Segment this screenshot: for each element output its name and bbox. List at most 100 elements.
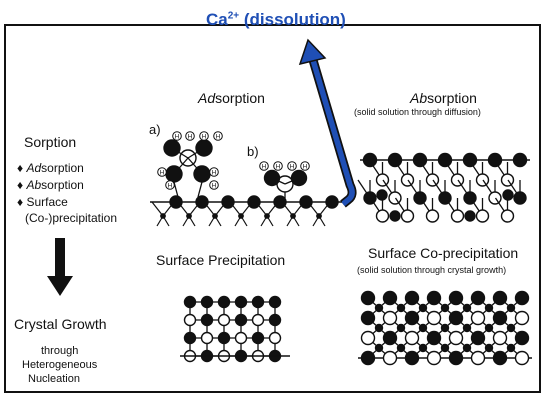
growth-line-1: through <box>41 345 79 357</box>
bullet-em: Ad <box>26 161 42 175</box>
substrate-atom <box>186 213 192 219</box>
ligand-atom <box>290 169 308 187</box>
surface-atom <box>221 195 235 209</box>
interstitial-atom <box>418 303 428 313</box>
precip-atom <box>183 313 197 327</box>
precip-atom <box>200 331 214 345</box>
coprecip-atom <box>470 330 486 346</box>
surface-atom <box>273 195 287 209</box>
ligand-atom <box>195 139 213 157</box>
precip-atom <box>200 295 214 309</box>
interstitial-atom <box>396 323 406 333</box>
lattice-atom <box>413 191 427 205</box>
hydrogen-label: H <box>303 164 308 171</box>
coprecip-atom <box>514 330 530 346</box>
coprecip-atom <box>448 310 464 326</box>
hydrogen-atom <box>259 161 269 171</box>
precip-atom <box>217 295 231 309</box>
lattice-atom <box>425 209 440 223</box>
hydrogen-atom <box>213 131 223 141</box>
precip-atom <box>217 331 231 345</box>
lattice-atom <box>500 209 515 223</box>
figure-frame <box>4 24 541 393</box>
precip-atom <box>251 331 265 345</box>
hydrogen-label: H <box>276 164 281 171</box>
lattice-atom <box>500 173 515 187</box>
bond <box>173 181 179 198</box>
interstitial-atom <box>396 343 406 353</box>
interstitial-atom <box>462 323 472 333</box>
bullet-rest: sorption <box>41 178 84 192</box>
bullet-icon: ♦ <box>17 161 24 175</box>
coprecip-atom <box>404 350 420 366</box>
absorbed-atom <box>439 192 451 204</box>
surface-atom <box>412 152 428 168</box>
coprecip-atom <box>382 350 398 366</box>
hydrogen-atom <box>209 167 219 177</box>
coprecip-atom <box>492 350 508 366</box>
ligand-atom <box>263 169 281 187</box>
down-arrow-icon <box>47 238 73 296</box>
coprecip-atom <box>514 310 530 326</box>
precip-atom <box>234 295 248 309</box>
lattice-atom <box>425 173 440 187</box>
title-rest: sorption <box>215 90 265 106</box>
precip-atom <box>183 331 197 345</box>
interstitial-atom <box>396 303 406 313</box>
growth-line-3: Nucleation <box>28 373 80 385</box>
hydrogen-atom <box>209 180 219 190</box>
precip-atom <box>251 313 265 327</box>
coprecipitation-subtitle: (solid solution through crystal growth) <box>357 265 507 275</box>
coprecip-atom <box>382 310 398 326</box>
coprecip-atom <box>404 290 420 306</box>
interstitial-atom <box>484 323 494 333</box>
bullet-rest: sorption <box>41 161 84 175</box>
precip-atom <box>268 295 282 309</box>
bullet-adsorption: ♦ Adsorption <box>17 161 84 175</box>
hydrogen-label: H <box>202 134 207 141</box>
ligand-atom <box>165 165 183 183</box>
lattice-atom <box>513 191 527 205</box>
coprecip-atom <box>514 350 530 366</box>
absorbed-atom <box>502 189 514 201</box>
surface-atom <box>169 195 183 209</box>
absorption-subtitle: (solid solution through diffusion) <box>354 107 481 117</box>
coprecip-atom <box>426 350 442 366</box>
substrate-atom <box>316 213 322 219</box>
hydrogen-label: H <box>188 134 193 141</box>
marker-b: b) <box>247 144 259 159</box>
interstitial-atom <box>462 343 472 353</box>
bullet-em: Ab <box>26 178 42 192</box>
coprecip-atom <box>492 330 508 346</box>
precip-atom <box>268 313 282 327</box>
coprecip-atom <box>426 330 442 346</box>
precip-atom <box>217 313 231 327</box>
surface-atom <box>247 195 261 209</box>
coprecip-atom <box>448 290 464 306</box>
sorption-title: Sorption <box>24 134 77 150</box>
coprecip-atom <box>514 290 530 306</box>
surface-atom <box>462 152 478 168</box>
interstitial-atom <box>418 323 428 333</box>
absorption-title: Absorption <box>410 90 477 106</box>
precip-atom <box>234 313 248 327</box>
adsorption-title: Adsorption <box>198 90 265 106</box>
hydrogen-label: H <box>290 164 295 171</box>
interstitial-atom <box>484 343 494 353</box>
substrate-atom <box>264 213 270 219</box>
hydrogen-label: H <box>168 183 173 190</box>
interstitial-atom <box>374 323 384 333</box>
interstitial-atom <box>440 343 450 353</box>
coprecip-atom <box>360 350 376 366</box>
interstitial-atom <box>374 303 384 313</box>
hydrogen-atom <box>157 167 167 177</box>
surface-atom <box>325 195 339 209</box>
bullet-rest: Surface <box>26 195 68 209</box>
hydrogen-label: H <box>216 134 221 141</box>
precip-atom <box>183 295 197 309</box>
lattice-atom <box>488 191 502 205</box>
coprecip-atom <box>404 310 420 326</box>
lattice-atom <box>463 191 477 205</box>
hydrogen-label: H <box>175 134 180 141</box>
